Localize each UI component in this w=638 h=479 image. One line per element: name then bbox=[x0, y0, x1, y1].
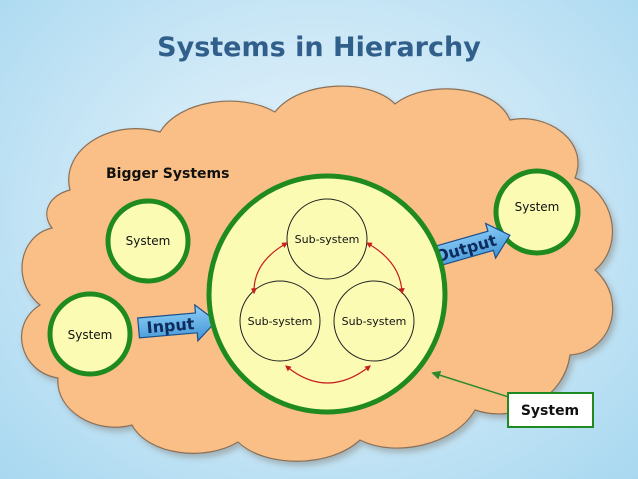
connector-bottom bbox=[285, 365, 371, 384]
subsystem-label-right: Sub-system bbox=[342, 315, 407, 328]
subsystem-top: Sub-system bbox=[286, 198, 368, 280]
system-label-left-bottom: System bbox=[68, 328, 113, 342]
system-circle-left-bottom: System bbox=[47, 291, 133, 377]
subsystem-left: Sub-system bbox=[239, 280, 321, 362]
connector-top-right bbox=[365, 242, 405, 295]
callout-label: System bbox=[521, 403, 579, 419]
subsystem-label-top: Sub-system bbox=[295, 233, 360, 246]
subsystem-label-left: Sub-system bbox=[248, 315, 313, 328]
connector-top-left bbox=[250, 242, 289, 295]
system-circle-left-top: System bbox=[105, 198, 191, 284]
callout-pointer bbox=[431, 370, 519, 401]
input-arrow: Input bbox=[137, 303, 218, 343]
system-circle-right-top: System bbox=[493, 168, 581, 256]
page-title: Systems in Hierarchy bbox=[157, 32, 481, 63]
system-label-left-top: System bbox=[126, 234, 171, 248]
system-label-right-top: System bbox=[515, 200, 560, 214]
input-label: Input bbox=[146, 314, 196, 337]
bigger-systems-label: Bigger Systems bbox=[106, 166, 229, 182]
system-callout: System bbox=[431, 370, 594, 428]
subsystem-right: Sub-system bbox=[333, 280, 415, 362]
